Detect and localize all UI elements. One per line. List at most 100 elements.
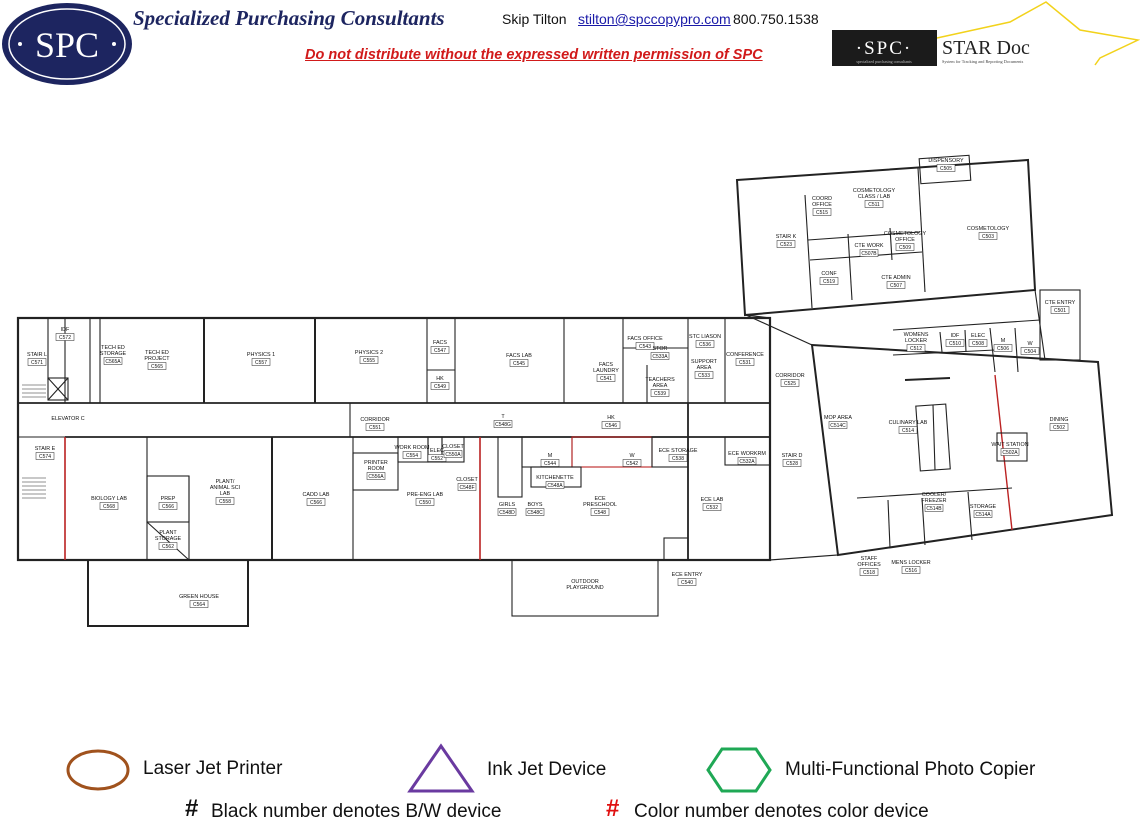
room-name: DINING [1050, 417, 1069, 423]
room-code: C548D [499, 510, 515, 516]
room-code: C552 [431, 456, 443, 462]
room-label: CLOSET C548F [456, 477, 478, 491]
room-code-box [694, 371, 714, 379]
room-code-box [306, 498, 326, 506]
room-code: C547 [434, 348, 446, 354]
room-name: STAIR D [782, 453, 803, 459]
room-code-box [427, 454, 447, 462]
room-name: WOMENS [904, 332, 929, 338]
room-name: LOCKER [905, 338, 927, 344]
room-code-box [430, 382, 450, 390]
room-code-box [906, 344, 926, 352]
room-code-box [993, 344, 1013, 352]
room-code: C568 [103, 504, 115, 510]
room-name: PLANT/ [216, 479, 235, 485]
room-name: ECE WORKRM [728, 451, 766, 457]
room-name: BOYS [528, 502, 543, 508]
room-code: C514B [926, 506, 942, 512]
room-name: T [501, 414, 505, 420]
room-code-box [457, 483, 477, 491]
room-code: C519 [823, 279, 835, 285]
room-name: KITCHENETTE [536, 475, 574, 481]
room-name: W [629, 453, 635, 459]
room-code-box [650, 389, 670, 397]
room-code: C533 [698, 373, 710, 379]
room-code: C508 [972, 341, 984, 347]
room-code: C532A [739, 459, 755, 465]
room-name: PRESCHOOL [583, 502, 617, 508]
room-code: C548F [459, 485, 474, 491]
room-code-box [695, 340, 715, 348]
star-doc-spc: ·SPC· [856, 38, 912, 59]
room-name: FREEZER [921, 498, 946, 504]
bw-number-symbol: # [185, 795, 199, 822]
room-name: CLOSET [456, 477, 478, 483]
contact-phone: 800.750.1538 [733, 11, 819, 27]
room-code: C536 [699, 342, 711, 348]
room-name: SUPPORT [691, 359, 718, 365]
room-code: C546 [605, 423, 617, 429]
room-code-box [780, 379, 800, 387]
room-name: ELEVATOR C [51, 416, 84, 422]
room-name: OFFICES [857, 562, 881, 568]
room-code-box [509, 359, 529, 367]
contact-email-link[interactable]: stilton@spccopypro.com [578, 11, 731, 27]
mfp-hexagon-icon [706, 747, 772, 793]
room-name: TECH ED [145, 350, 169, 356]
room-code: C548A [547, 483, 563, 489]
room-code-box [415, 498, 435, 506]
spc-logo: SPC [2, 3, 132, 85]
room-code-box [596, 374, 616, 382]
room-code-box [737, 457, 757, 465]
room-code: C558 [219, 499, 231, 505]
room-code: C556A [368, 474, 384, 480]
room-code: C507 [890, 283, 902, 289]
room-name: ROOM [368, 466, 385, 472]
room-code-box [968, 339, 988, 347]
room-code-box [27, 358, 47, 366]
star-doc-title: STAR Doc [942, 37, 1030, 59]
room-name: STORAGE [100, 351, 127, 357]
room-code-box [35, 452, 55, 460]
room-code-box [776, 240, 796, 248]
room-name: TEACHERS [645, 377, 675, 383]
room-name: AREA [697, 365, 712, 371]
room-name: ELEC [430, 448, 444, 454]
room-name: ELEC [971, 333, 985, 339]
room-code: C544 [544, 461, 556, 467]
room-code-box [359, 356, 379, 364]
room-code-box [735, 358, 755, 366]
room-name: COORD [812, 196, 832, 202]
room-name: CTE ENTRY [1045, 300, 1076, 306]
color-number-note: Color number denotes color device [634, 801, 929, 822]
room-code-box [497, 508, 517, 516]
room-code-box [493, 420, 513, 428]
room-name: STORAGE [970, 504, 997, 510]
room-code-box [945, 339, 965, 347]
room-name: OFFICE [895, 237, 915, 243]
room-code: C572 [59, 335, 71, 341]
